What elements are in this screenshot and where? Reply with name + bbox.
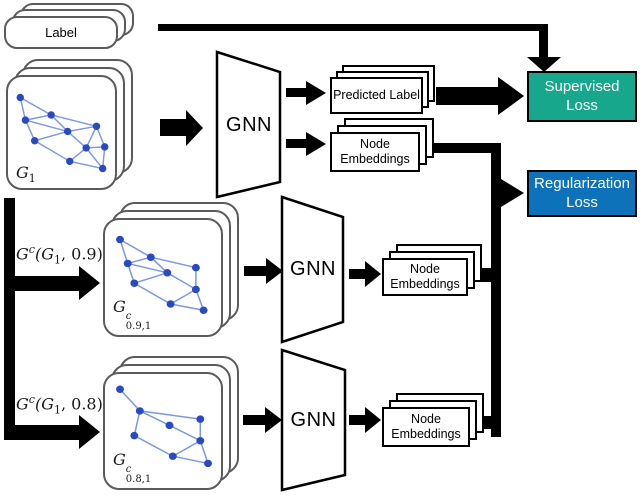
embeddings2-text: Node Embeddings [390,261,460,291]
supervised-loss-text: Supervised Loss [544,77,620,114]
gnn1-label: GNN [226,113,272,136]
embeddings3-stack: Node Embeddings [382,407,470,447]
embeddings3-text: Node Embeddings [391,411,461,441]
gnn2-label: GNN [290,258,336,280]
connector-embeddings1-h [434,143,501,153]
predicted-label-stack: Predicted Label [330,77,423,114]
supervised-loss-box: Supervised Loss [527,71,637,122]
graph-g1-tag: G1 [16,162,36,185]
arrow-g09-to-gnn2-body [244,266,266,276]
arrow-gnn3-to-embeddings3-head [365,407,381,433]
arrow-augment09-body [4,276,79,291]
arrow-g08-to-gnn3-body [243,415,265,425]
gnn1-trapezoid [215,50,282,199]
regularization-loss-box: Regularization Loss [527,170,637,217]
graph-g1: G1 [6,75,117,190]
arrow-g1-to-gnn-head [186,110,203,146]
connector-label-to-supervised-h [158,24,548,31]
arrow-gnn3-to-embeddings3-body [349,415,365,425]
connector-augmentation-v [4,198,15,440]
gnn3-label: GNN [290,408,337,431]
graph-g1-drawing [16,93,109,173]
gnn3-trapezoid [280,348,347,492]
arrow-g09-to-gnn2-head [266,258,283,284]
label-stack: Label [4,16,118,49]
arrow-gnn-to-embeddings-body [286,139,306,148]
connector-collector-v [491,143,501,437]
arrow-augment09-head [79,266,100,300]
arrow-predicted-to-supervised-body [436,87,498,105]
arrow-predicted-to-supervised-head [498,77,524,115]
connector-label-to-supervised-v [539,24,548,57]
label-stack-text: Label [45,24,77,40]
arrowhead-down-supervised [527,57,561,72]
augmentation-label-08: Gc(G1, 0.8) [16,393,103,417]
graph-g09-drawing [116,235,208,314]
predicted-label-text: Predicted Label [333,87,420,102]
graph-g08-drawing [116,385,212,468]
arrow-augment08-body [4,425,79,440]
embeddings1-stack: Node Embeddings [330,132,420,172]
embeddings1-text: Node Embeddings [340,136,410,166]
augmentation-label-09: Gc(G1, 0.9) [16,243,103,267]
gnn2-trapezoid [280,195,345,344]
arrow-gnn-to-predicted-body [286,88,306,97]
arrowhead-regularization [501,179,524,207]
arrow-gnn-to-embeddings-head [306,132,326,156]
arrow-g1-to-gnn-body [160,119,186,136]
arrow-gnn2-to-embeddings2-head [365,261,381,287]
arrow-gnn2-to-embeddings2-body [349,269,365,279]
arrow-gnn-to-predicted-head [306,81,326,105]
arrow-augment08-head [79,415,100,449]
embeddings2-stack: Node Embeddings [382,258,468,296]
regularization-loss-text: Regularization Loss [534,174,630,211]
arrow-g08-to-gnn3-head [265,407,282,433]
